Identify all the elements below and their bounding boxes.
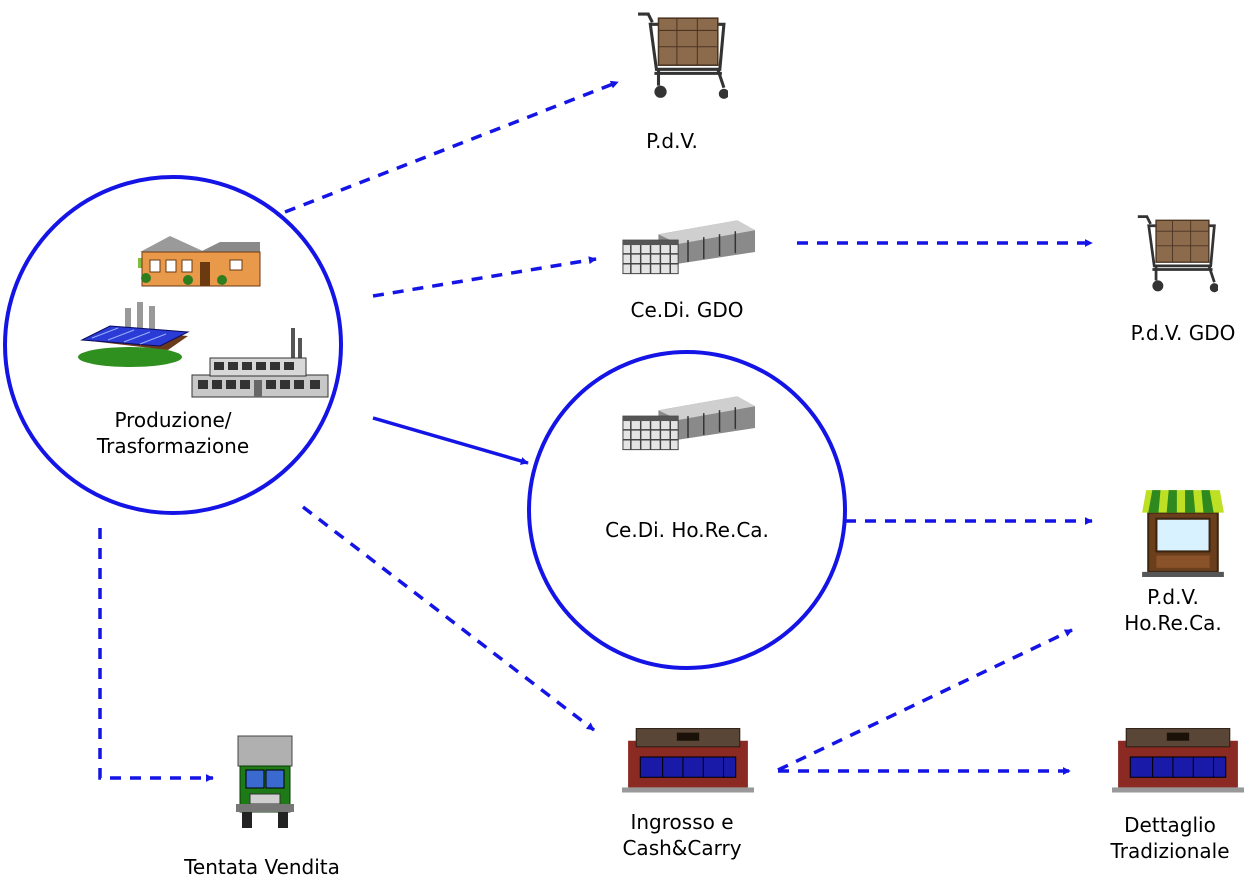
pdv-horeca-label-line2: Ho.Re.Ca. xyxy=(1124,611,1222,635)
edge-produzione-cedi-horeca xyxy=(372,416,529,465)
shop-awning-icon xyxy=(1142,489,1224,578)
cedi-horeca-label: Ce.Di. Ho.Re.Ca. xyxy=(605,518,769,542)
produzione-circle xyxy=(3,175,343,515)
dettaglio-label: Dettaglio Tradizionale xyxy=(1091,812,1249,864)
edge-ingrosso-pdv-horeca xyxy=(777,628,1073,772)
pdv-horeca-label-line1: P.d.V. xyxy=(1147,585,1199,609)
tentata-vendita-label: Tentata Vendita xyxy=(184,855,340,879)
produzione-label-line1: Produzione/ xyxy=(114,408,232,432)
edge-produzione-cedi-gdo xyxy=(372,256,597,298)
edge-produzione-tentata xyxy=(98,528,214,782)
shopping-cart-icon xyxy=(1136,215,1218,294)
dettaglio-label-line2: Tradizionale xyxy=(1110,839,1230,863)
pdv-horeca-label: P.d.V. Ho.Re.Ca. xyxy=(1098,584,1248,636)
pdv-label: P.d.V. xyxy=(646,129,698,153)
ingrosso-label-line1: Ingrosso e xyxy=(630,810,734,834)
warehouse-icon xyxy=(622,219,756,275)
cedi-horeca-circle xyxy=(527,350,847,670)
edge-produzione-ingrosso xyxy=(301,505,596,732)
shopping-cart-icon xyxy=(636,12,728,101)
farmhouse-icon xyxy=(138,236,261,287)
edge-produzione-pdv xyxy=(284,80,619,214)
pdv-gdo-label: P.d.V. GDO xyxy=(1130,321,1236,345)
produzione-label: Produzione/ Trasformazione xyxy=(73,407,273,459)
factory-icon xyxy=(191,328,329,398)
warehouse-icon xyxy=(622,395,756,451)
truck-icon xyxy=(236,735,294,828)
ingrosso-label-line2: Cash&Carry xyxy=(622,836,742,860)
dettaglio-label-line1: Dettaglio xyxy=(1124,813,1216,837)
produzione-label-line2: Trasformazione xyxy=(96,434,250,458)
storefront-icon xyxy=(1112,728,1244,794)
cedi-gdo-label: Ce.Di. GDO xyxy=(630,298,744,322)
ingrosso-label: Ingrosso e Cash&Carry xyxy=(597,809,767,861)
storefront-icon xyxy=(622,728,754,794)
factory-icon xyxy=(78,302,190,367)
